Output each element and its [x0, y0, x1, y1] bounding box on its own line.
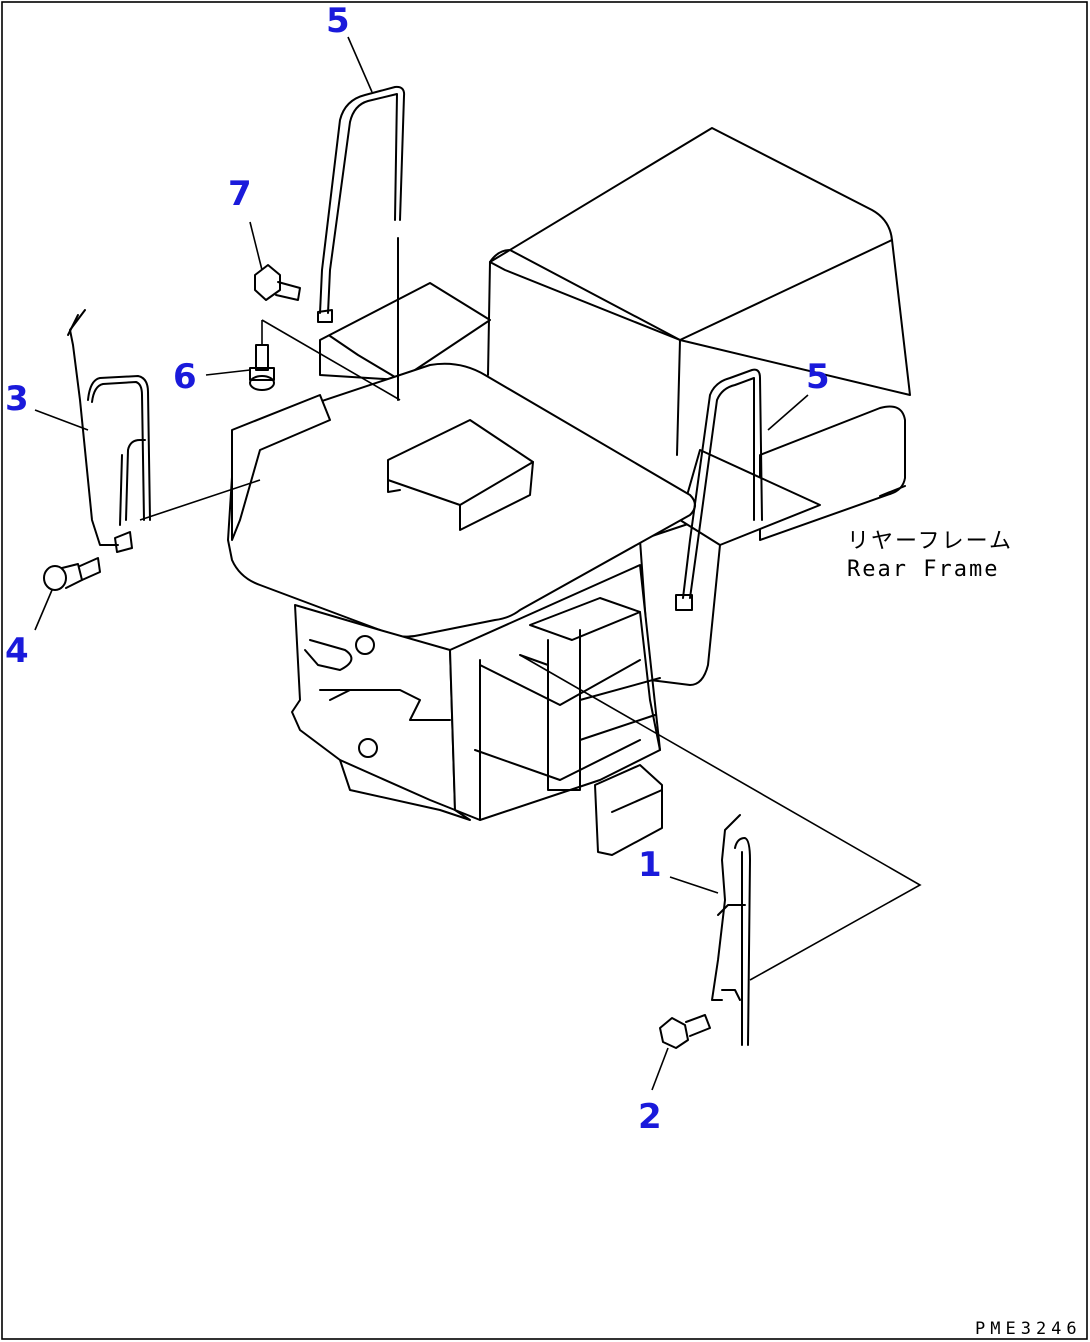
part-3-mirror — [67, 309, 151, 553]
callout-6: 6 — [173, 357, 197, 397]
callout-5-top: 5 — [326, 1, 350, 41]
rear-frame-label-en: Rear Frame — [847, 557, 999, 582]
callout-4: 4 — [5, 631, 29, 671]
part-6-bolt — [249, 344, 275, 391]
part-1-mirror — [711, 814, 751, 1046]
leader-lines — [34, 36, 922, 1091]
drawing-code: PME3246 — [975, 1319, 1082, 1339]
callout-7: 7 — [228, 174, 252, 214]
callout-2: 2 — [638, 1097, 662, 1137]
callout-3: 3 — [5, 379, 29, 419]
callout-5-right: 5 — [806, 357, 830, 397]
part-7-bolt — [254, 264, 301, 301]
part-2-bolt — [659, 1014, 711, 1049]
rear-frame — [227, 127, 911, 856]
callout-1: 1 — [638, 845, 662, 885]
part-5-right-handrail — [675, 368, 763, 611]
part-5-top-handrail — [317, 85, 406, 401]
part-4-bolt — [43, 557, 101, 591]
rear-frame-label-jp: リヤーフレーム — [847, 529, 1013, 554]
